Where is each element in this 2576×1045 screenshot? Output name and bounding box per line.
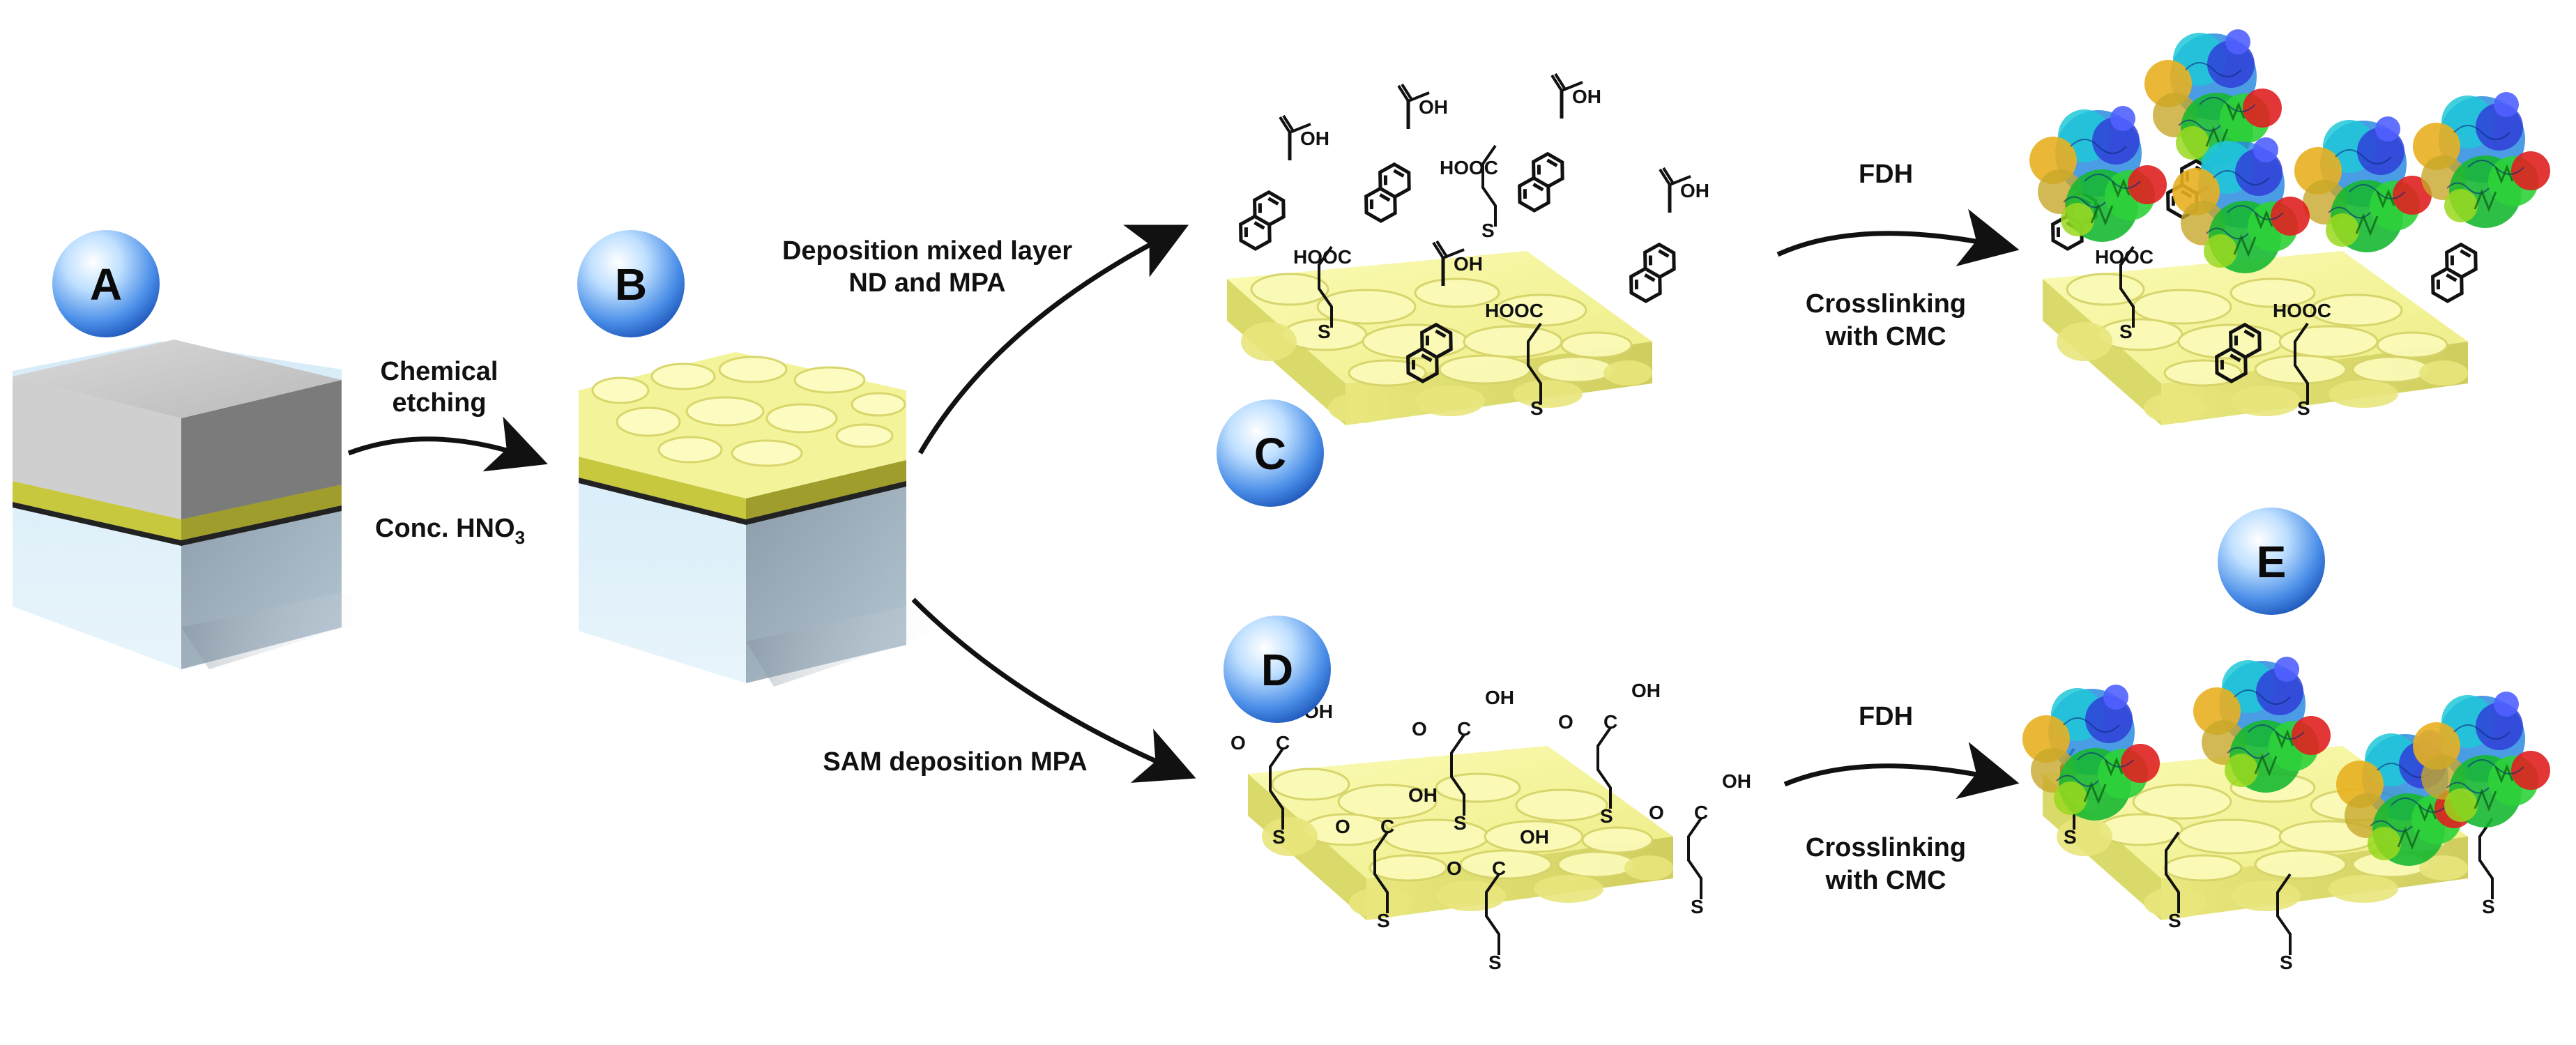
chem-hooc-c3: HOOC [1485,300,1544,321]
chem-s-d2: S [1454,812,1467,834]
chem-oh-c3: OH [1572,86,1601,107]
chem-s-d1: S [1272,826,1286,848]
arrow-a-to-b [347,416,548,472]
chem-s-e5: S [2280,952,2293,973]
crosslink-top-line2: with CMC [1824,322,1946,351]
fdh-label-top: FDH [1859,160,1913,189]
arrow-c-to-e [1776,208,2020,267]
molecules-e-bottom: S S S S [2021,655,2552,973]
chem-oh-c4: OH [1680,180,1709,201]
molecules-d: S S S S S S C C C C C C O O O O O O OH O… [1230,680,1751,973]
arrow-b-to-c [917,224,1189,455]
crosslink-bottom-line1: Crosslinking [1806,833,1966,862]
chem-s-e6: S [2482,896,2495,917]
svg-text:C: C [1254,429,1286,479]
badge-c: C [1217,399,1324,507]
substrate-a [13,340,390,669]
arrow-b-to-d [911,597,1196,783]
chem-hooc-c2: HOOC [1440,157,1498,178]
chem-s-d6: S [1691,896,1704,917]
chem-oh-c5: OH [1454,253,1483,275]
chem-c-d4: C [1380,816,1394,837]
crosslink-top-line1: Crosslinking [1806,289,1966,319]
crosslink-bottom-line2: with CMC [1824,866,1946,895]
badge-b: B [577,230,685,337]
svg-text:B: B [615,259,647,310]
gold-surface-c [1226,250,1654,427]
chem-oh-d6: OH [1722,770,1751,792]
chem-c-d3: C [1603,711,1617,733]
chem-oh-d2: OH [1485,687,1514,708]
chem-o-d2: O [1412,718,1427,740]
fdh-label-bottom: FDH [1859,702,1913,731]
chem-s-e4: S [2168,910,2181,931]
etching-reagent-label: Conc. HNO3 [375,514,525,548]
step-labels: Chemical etching Conc. HNO3 Deposition m… [375,160,1966,895]
chem-o-d6: O [1649,802,1664,823]
arrows [347,208,2020,800]
chem-oh-c2: OH [1419,96,1448,118]
chem-s-e1: S [2119,321,2133,342]
mixed-layer-label-line2: ND and MPA [848,268,1005,298]
chem-hooc-e2: HOOC [2273,300,2331,321]
chem-oh-d5: OH [1520,826,1549,848]
badge-d: D [1224,616,1331,723]
chem-s-e2: S [2297,397,2310,419]
molecules-e-top: HOOC HOOC S S [2028,28,2552,419]
chem-s-c1: S [1318,321,1331,342]
molecules-c: OH OH OH OH OH HOOC HOOC HOOC S S S [1234,74,1709,419]
chem-s-d4: S [1377,910,1390,931]
chem-oh-d3: OH [1631,680,1661,701]
gold-surface-e-top [2041,250,2469,427]
mixed-layer-label-line1: Deposition mixed layer [782,236,1072,266]
arrow-d-to-e [1783,742,2020,800]
chem-c-d6: C [1694,802,1708,823]
etching-label-line1: Chemical [381,357,498,386]
chem-s-d3: S [1600,805,1613,827]
etching-label-line2: etching [392,388,486,418]
chem-s-c3: S [1530,397,1544,419]
badge-a: A [52,230,160,337]
chem-s-e3: S [2064,826,2077,848]
sam-deposition-label: SAM deposition MPA [823,747,1087,777]
badge-e: E [2218,508,2325,615]
svg-text:D: D [1261,645,1293,695]
svg-text:E: E [2257,537,2287,587]
chem-s-c2: S [1481,220,1495,241]
chem-c-d5: C [1492,857,1506,879]
chem-o-d1: O [1230,732,1246,754]
chem-oh-d4: OH [1408,784,1438,806]
svg-text:A: A [90,259,122,310]
chem-oh-c1: OH [1300,128,1329,149]
chem-o-d3: O [1558,711,1573,733]
chem-c-d2: C [1457,718,1471,740]
chem-hooc-e1: HOOC [2095,246,2154,268]
substrate-b [579,352,962,687]
chem-o-d5: O [1447,857,1462,879]
chem-o-d4: O [1335,816,1350,837]
chem-hooc-c1: HOOC [1293,246,1352,268]
chem-c-d1: C [1276,732,1290,754]
chem-s-d5: S [1488,952,1502,973]
